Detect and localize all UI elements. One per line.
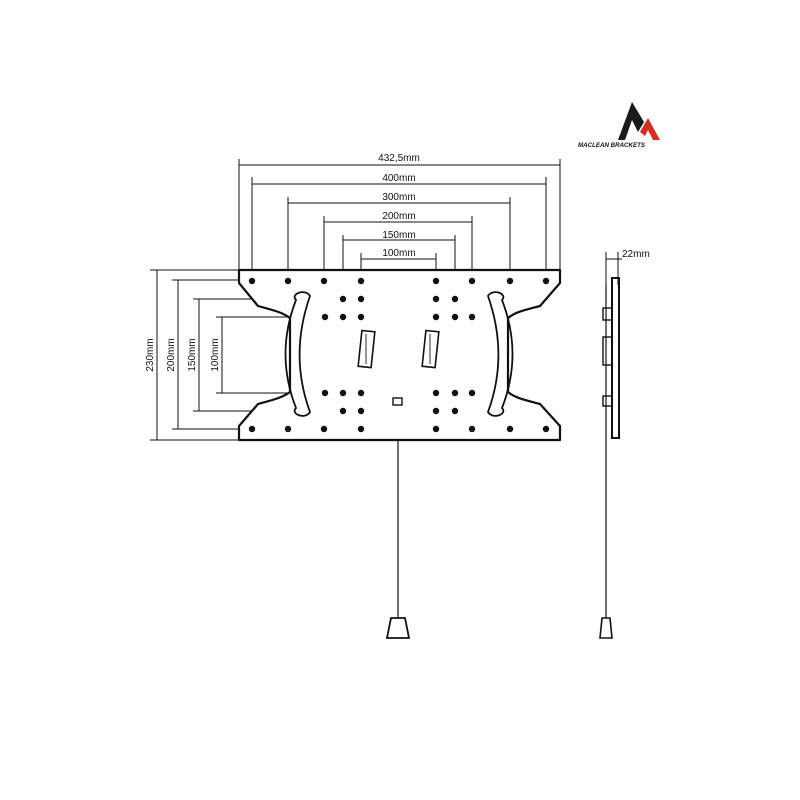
- mounting-hole: [248, 277, 256, 285]
- mounting-hole: [468, 425, 476, 433]
- dim-label-overall-width: 432,5mm: [378, 153, 420, 164]
- side-bracket-bottom: [602, 395, 613, 407]
- brand-logo: MACLEAN BRACKETS: [578, 102, 660, 149]
- mounting-hole: [357, 425, 365, 433]
- mounting-hole: [451, 295, 459, 303]
- left-curved-slot: [284, 291, 311, 417]
- pull-cord-handle: [385, 617, 411, 639]
- mounting-hole: [357, 407, 365, 415]
- mounting-hole: [432, 295, 440, 303]
- mounting-hole: [321, 389, 329, 397]
- mounting-hole: [321, 313, 329, 321]
- mounting-hole: [451, 313, 459, 321]
- dim-label-400: 400mm: [382, 173, 415, 184]
- mounting-hole: [451, 407, 459, 415]
- mounting-hole: [468, 277, 476, 285]
- mounting-hole: [339, 407, 347, 415]
- mounting-hole: [339, 389, 347, 397]
- dim-label-230: 230mm: [145, 338, 156, 371]
- mounting-hole: [357, 295, 365, 303]
- mounting-hole: [451, 389, 459, 397]
- pull-cord: [385, 440, 411, 639]
- mounting-hole: [432, 425, 440, 433]
- mounting-hole: [284, 425, 292, 433]
- side-plate: [611, 277, 620, 439]
- dim-label-100: 100mm: [382, 248, 415, 259]
- brand-name: MACLEAN BRACKETS: [578, 142, 646, 149]
- dim-label-300: 300mm: [382, 192, 415, 203]
- mounting-hole: [320, 277, 328, 285]
- cord-exit-tab: [392, 397, 403, 406]
- mounting-hole: [339, 295, 347, 303]
- mounting-hole: [542, 425, 550, 433]
- logo-m-mark-left: [618, 102, 644, 140]
- side-view: [599, 252, 622, 639]
- side-bracket-top: [602, 307, 613, 321]
- side-bracket-middle: [602, 336, 613, 366]
- mounting-hole: [320, 425, 328, 433]
- dim-label-h100: 100mm: [210, 338, 221, 371]
- side-pull-cord-handle: [599, 617, 613, 639]
- mounting-hole: [284, 277, 292, 285]
- mounting-hole: [357, 313, 365, 321]
- mounting-hole: [357, 277, 365, 285]
- vesa-mounting-holes: [248, 277, 550, 433]
- mounting-plate-outline: [237, 268, 562, 442]
- left-lock-bracket: [357, 329, 376, 369]
- right-lock-bracket: [421, 329, 440, 369]
- mounting-hole: [432, 407, 440, 415]
- mounting-hole: [468, 313, 476, 321]
- mounting-hole: [339, 313, 347, 321]
- height-dimension-labels: 230mm 200mm 150mm 100mm: [145, 338, 221, 371]
- dim-label-h150: 150mm: [187, 338, 198, 371]
- mounting-hole: [432, 313, 440, 321]
- mounting-hole: [248, 425, 256, 433]
- logo-m-mark-right: [640, 118, 660, 140]
- mounting-hole: [506, 425, 514, 433]
- mounting-hole: [357, 389, 365, 397]
- width-dimension-labels: 432,5mm 400mm 300mm 200mm 150mm 100mm: [378, 153, 420, 259]
- dim-label-depth: 22mm: [622, 249, 650, 260]
- right-curved-slot: [487, 291, 514, 417]
- mounting-hole: [432, 277, 440, 285]
- mounting-hole: [432, 389, 440, 397]
- mounting-hole: [506, 277, 514, 285]
- mounting-hole: [468, 389, 476, 397]
- mounting-hole: [542, 277, 550, 285]
- dim-label-150: 150mm: [382, 230, 415, 241]
- dim-label-h200: 200mm: [166, 338, 177, 371]
- dim-label-200: 200mm: [382, 211, 415, 222]
